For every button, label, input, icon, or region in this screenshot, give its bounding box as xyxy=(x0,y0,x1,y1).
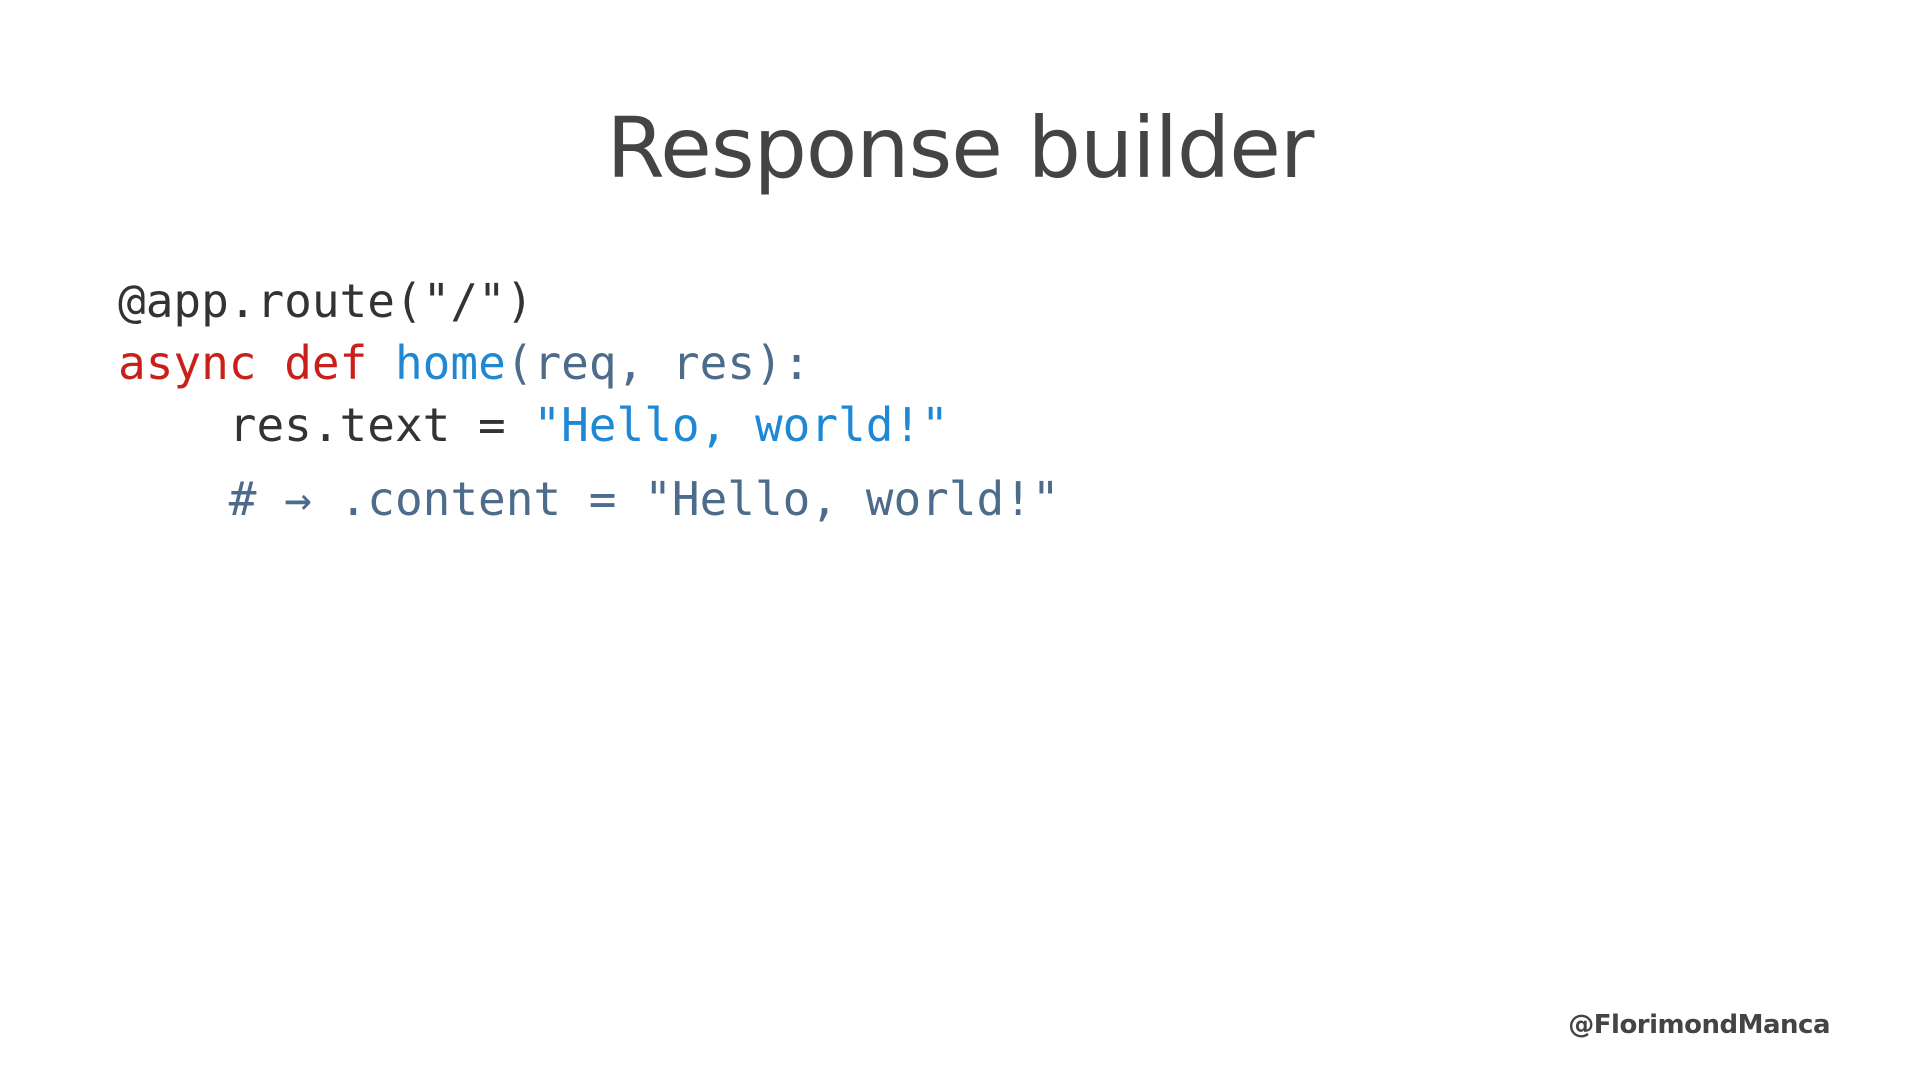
code-params: (req, res): xyxy=(505,336,811,390)
code-block: @app.route("/")async def home(req, res):… xyxy=(118,270,1060,530)
code-assignment: res.text = xyxy=(228,398,534,452)
code-function-name: home xyxy=(394,336,506,390)
code-space xyxy=(367,336,395,390)
code-keyword-def: def xyxy=(284,336,368,390)
code-line-def: async def home(req, res): xyxy=(118,332,1060,394)
code-line-assign: res.text = "Hello, world!" xyxy=(118,394,1060,456)
code-line-decorator: @app.route("/") xyxy=(118,270,1060,332)
code-decorator: @app.route("/") xyxy=(118,274,534,328)
code-indent xyxy=(118,472,229,526)
code-comment: # → .content = "Hello, world!" xyxy=(228,472,1060,526)
slide-title: Response builder xyxy=(606,99,1315,197)
author-handle: @FlorimondManca xyxy=(1568,1010,1830,1040)
code-line-comment: # → .content = "Hello, world!" xyxy=(118,468,1060,530)
code-keyword-async: async xyxy=(118,336,257,390)
code-string: "Hello, world!" xyxy=(533,398,949,452)
code-space xyxy=(256,336,284,390)
code-indent xyxy=(118,398,229,452)
